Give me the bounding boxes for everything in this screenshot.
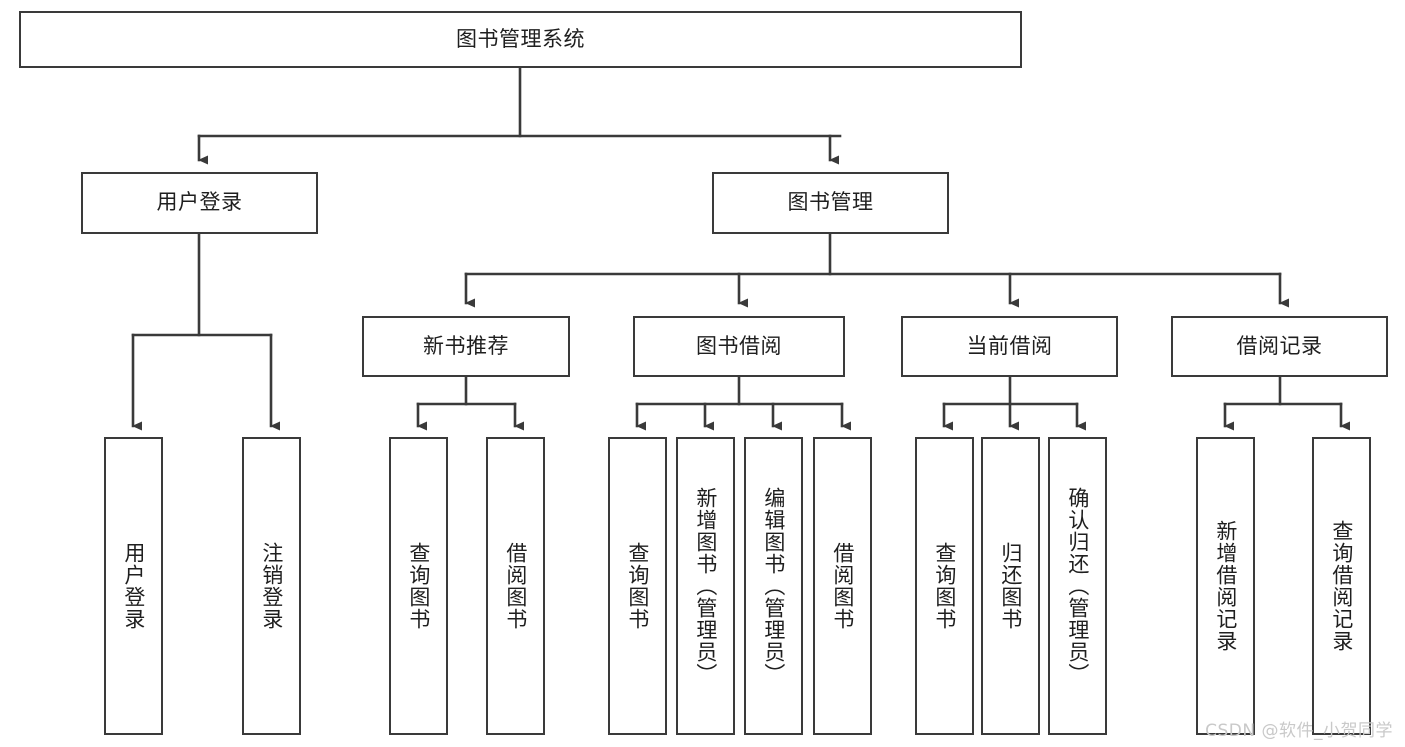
node-leaf-add-record-label: 新增借阅记录	[1213, 520, 1238, 652]
node-leaf-query-record-label: 查询借阅记录	[1329, 520, 1354, 652]
node-leaf-borrow-book-1-label: 借阅图书	[503, 542, 528, 630]
node-leaf-add-record[interactable]: 新增借阅记录	[1196, 437, 1255, 735]
node-book-borrow[interactable]: 图书借阅	[633, 316, 845, 377]
node-current-borrow[interactable]: 当前借阅	[901, 316, 1118, 377]
node-leaf-user-login-label: 用户登录	[121, 542, 146, 630]
node-leaf-return-book[interactable]: 归还图书	[981, 437, 1040, 735]
node-leaf-user-login[interactable]: 用户登录	[104, 437, 163, 735]
node-leaf-borrow-book-2-label: 借阅图书	[830, 542, 855, 630]
node-leaf-edit-book-label: 编辑图书（管理员）	[761, 487, 786, 685]
node-borrow-record-label: 借阅记录	[1236, 333, 1323, 358]
node-new-book-rec-label: 新书推荐	[423, 333, 509, 358]
node-root-label: 图书管理系统	[456, 26, 585, 51]
node-book-manage-label: 图书管理	[787, 190, 874, 215]
node-current-borrow-label: 当前借阅	[966, 333, 1053, 358]
node-leaf-return-book-label: 归还图书	[998, 542, 1023, 630]
node-book-borrow-label: 图书借阅	[696, 333, 782, 358]
node-leaf-borrow-book-2[interactable]: 借阅图书	[813, 437, 872, 735]
node-leaf-confirm-return-label: 确认归还（管理员）	[1065, 487, 1090, 685]
node-leaf-logout-label: 注销登录	[259, 542, 284, 630]
node-leaf-query-book-2[interactable]: 查询图书	[608, 437, 667, 735]
node-leaf-query-book-3-label: 查询图书	[932, 542, 957, 630]
node-leaf-edit-book[interactable]: 编辑图书（管理员）	[744, 437, 803, 735]
node-leaf-query-record[interactable]: 查询借阅记录	[1312, 437, 1371, 735]
node-book-manage[interactable]: 图书管理	[712, 172, 949, 234]
node-leaf-add-book[interactable]: 新增图书（管理员）	[676, 437, 735, 735]
node-leaf-confirm-return[interactable]: 确认归还（管理员）	[1048, 437, 1107, 735]
node-leaf-query-book-1-label: 查询图书	[406, 542, 431, 630]
node-new-book-rec[interactable]: 新书推荐	[362, 316, 570, 377]
node-leaf-add-book-label: 新增图书（管理员）	[693, 487, 718, 685]
node-leaf-query-book-3[interactable]: 查询图书	[915, 437, 974, 735]
node-leaf-query-book-2-label: 查询图书	[625, 542, 650, 630]
node-user-login-label: 用户登录	[156, 190, 243, 215]
watermark: CSDN @软件_小贺同学	[1205, 721, 1393, 741]
node-leaf-query-book-1[interactable]: 查询图书	[389, 437, 448, 735]
node-borrow-record[interactable]: 借阅记录	[1171, 316, 1388, 377]
node-root[interactable]: 图书管理系统	[19, 11, 1022, 68]
node-leaf-borrow-book-1[interactable]: 借阅图书	[486, 437, 545, 735]
node-leaf-logout[interactable]: 注销登录	[242, 437, 301, 735]
node-user-login[interactable]: 用户登录	[81, 172, 318, 234]
